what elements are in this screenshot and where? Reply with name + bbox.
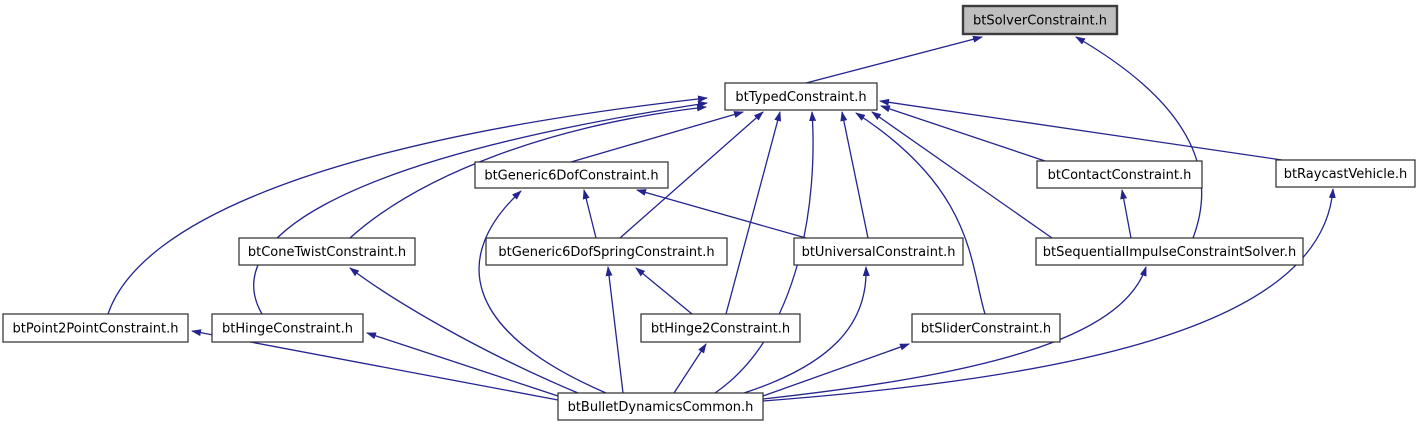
node-label-p2p: btPoint2PointConstraint.h	[13, 322, 179, 337]
node-label-gen6dof: btGeneric6DofConstraint.h	[484, 169, 658, 184]
edge-raycast-to-typed	[879, 98, 1283, 161]
edge-conetwist-to-typed	[349, 104, 707, 239]
node-hinge2[interactable]: btHinge2Constraint.h	[640, 313, 801, 343]
node-conetwist[interactable]: btConeTwistConstraint.h	[238, 237, 416, 266]
node-p2p[interactable]: btPoint2PointConstraint.h	[2, 313, 189, 343]
node-label-slider: btSliderConstraint.h	[921, 322, 1051, 337]
node-box-gen6dofspring[interactable]	[485, 237, 728, 266]
node-box-hinge2[interactable]	[640, 313, 801, 343]
edge-gen6dof-to-typed	[570, 111, 744, 163]
node-label-universal: btUniversalConstraint.h	[802, 245, 956, 260]
node-box-universal[interactable]	[793, 237, 964, 266]
node-box-contact[interactable]	[1036, 160, 1203, 189]
node-gen6dofspring[interactable]: btGeneric6DofSpringConstraint.h	[485, 237, 728, 266]
edge-bullet-to-seqimpulse	[762, 266, 1147, 400]
node-box-slider[interactable]	[911, 313, 1061, 343]
edge-universal-to-gen6dof	[636, 189, 807, 239]
node-contact[interactable]: btContactConstraint.h	[1036, 160, 1203, 189]
node-hinge[interactable]: btHingeConstraint.h	[211, 313, 364, 343]
node-label-conetwist: btConeTwistConstraint.h	[248, 245, 406, 260]
node-label-seqimpulse: btSequentialImpulseConstraintSolver.h	[1043, 245, 1296, 260]
edge-hinge2-to-gen6dofspring	[635, 267, 693, 315]
edge-bullet-to-raycast	[762, 188, 1336, 402]
edge-bullet-to-slider	[762, 343, 910, 397]
edge-contact-to-typed	[880, 105, 1046, 162]
edge-typed-to-solver	[805, 35, 983, 84]
edge-seqimpulse-to-typed	[871, 111, 1053, 239]
edge-bullet-to-conetwist	[349, 267, 579, 394]
edge-bullet-to-hinge	[366, 332, 559, 397]
node-gen6dof[interactable]: btGeneric6DofConstraint.h	[474, 161, 669, 189]
node-box-hinge[interactable]	[211, 313, 364, 343]
edge-bullet-to-hinge2	[673, 343, 707, 394]
node-box-bullet[interactable]	[557, 392, 764, 421]
edge-gen6dofspring-to-typed	[619, 111, 764, 239]
node-label-gen6dofspring: btGeneric6DofSpringConstraint.h	[498, 245, 714, 260]
node-bullet[interactable]: btBulletDynamicsCommon.h	[557, 392, 764, 421]
edge-hinge2-to-typed	[725, 111, 782, 315]
node-box-p2p[interactable]	[2, 313, 189, 343]
node-seqimpulse[interactable]: btSequentialImpulseConstraintSolver.h	[1035, 237, 1304, 266]
node-slider[interactable]: btSliderConstraint.h	[911, 313, 1061, 343]
node-label-raycast: btRaycastVehicle.h	[1284, 167, 1408, 182]
node-label-typed: btTypedConstraint.h	[735, 90, 866, 105]
node-label-hinge2: btHinge2Constraint.h	[651, 322, 790, 337]
node-box-typed[interactable]	[724, 82, 878, 111]
node-box-raycast[interactable]	[1275, 159, 1416, 188]
edges-layer	[107, 35, 1336, 402]
node-box-gen6dof[interactable]	[474, 161, 669, 189]
edge-slider-to-typed	[855, 112, 986, 315]
node-solver[interactable]: btSolverConstraint.h	[961, 4, 1119, 36]
nodes-layer: btSolverConstraint.h btTypedConstraint.h b…	[2, 4, 1416, 421]
node-universal[interactable]: btUniversalConstraint.h	[793, 237, 964, 266]
node-label-hinge: btHingeConstraint.h	[222, 322, 353, 337]
node-label-contact: btContactConstraint.h	[1048, 168, 1192, 183]
node-box-solver[interactable]	[961, 4, 1119, 36]
edge-bullet-to-universal	[743, 266, 870, 394]
edge-universal-to-typed	[840, 111, 869, 239]
edge-p2p-to-typed	[107, 95, 708, 315]
node-label-bullet: btBulletDynamicsCommon.h	[568, 400, 754, 415]
edge-seqimpulse-to-solver	[1075, 36, 1203, 239]
node-raycast[interactable]: btRaycastVehicle.h	[1275, 159, 1416, 188]
edge-gen6dofspring-to-gen6dof	[582, 189, 597, 239]
edge-seqimpulse-to-contact	[1120, 189, 1132, 239]
node-typed[interactable]: btTypedConstraint.h	[724, 82, 878, 111]
node-box-conetwist[interactable]	[238, 237, 416, 266]
node-label-solver: btSolverConstraint.h	[973, 14, 1107, 29]
edge-bullet-to-gen6dof	[478, 190, 607, 394]
node-box-seqimpulse[interactable]	[1035, 237, 1304, 266]
edge-hinge-to-typed	[253, 100, 708, 315]
edge-bullet-to-gen6dofspring	[605, 266, 624, 394]
